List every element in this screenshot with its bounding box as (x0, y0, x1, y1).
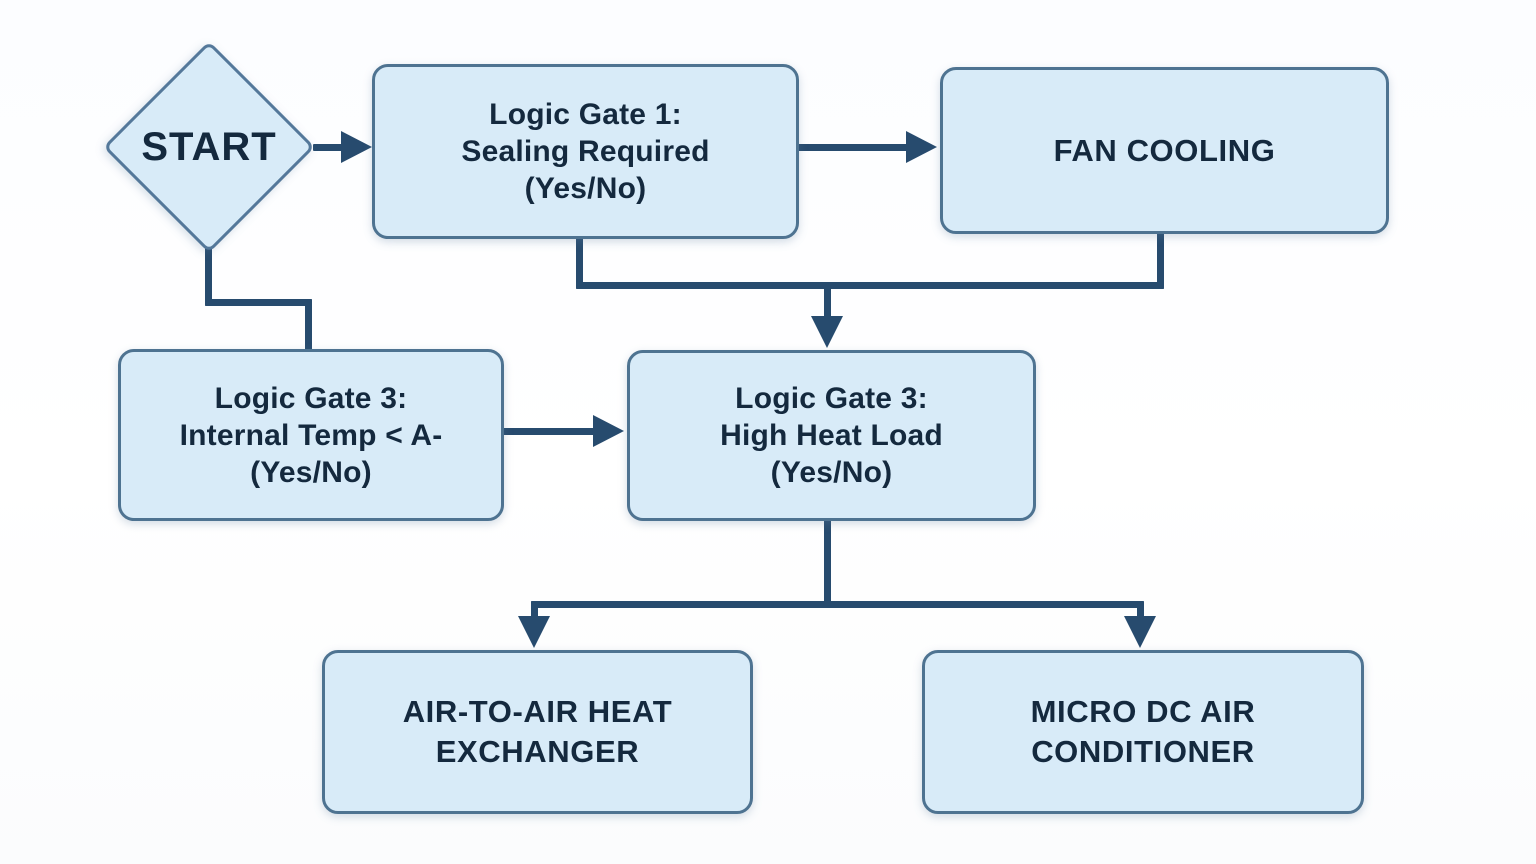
node-air-to-air-line2: EXCHANGER (435, 734, 640, 769)
node-micro-dc-line2: CONDITIONER (1031, 734, 1255, 769)
connector-split-right-vertical (1137, 601, 1144, 621)
node-fan-cooling-line1: FAN COOLING (1053, 132, 1276, 168)
node-gate3-internal-temp-line1: Logic Gate 3: (214, 381, 408, 415)
node-fan-cooling: FAN COOLING (940, 67, 1389, 234)
node-air-to-air-line1: AIR-TO-AIR HEAT (402, 694, 673, 729)
node-start-label: START (141, 124, 277, 169)
connector-merge-right-vertical (1157, 226, 1164, 289)
node-gate3-internal-temp: Logic Gate 3: Internal Temp < A- (Yes/No… (118, 349, 504, 521)
connector-merge-horizontal (576, 282, 1164, 289)
connector-start-elbow-horizontal (205, 299, 312, 306)
node-gate3-internal-temp-line3: (Yes/No) (250, 455, 372, 489)
arrowhead-gate3a-to-gate3b (593, 415, 624, 447)
connector-gate1-to-fan (791, 144, 909, 151)
node-gate1: Logic Gate 1: Sealing Required (Yes/No) (372, 64, 799, 239)
connector-split-left-vertical (531, 601, 538, 621)
connector-merge-center-drop (824, 287, 831, 321)
node-gate1-line2: Sealing Required (461, 135, 710, 168)
node-micro-dc-line1: MICRO DC AIR (1030, 694, 1256, 729)
arrowhead-start-to-gate1 (341, 131, 372, 163)
connector-split-center-drop (824, 512, 831, 608)
connector-split-horizontal (531, 601, 1144, 608)
arrowhead-split-to-heatexchanger (518, 616, 550, 648)
node-start: START (102, 40, 316, 254)
node-micro-dc: MICRO DC AIR CONDITIONER (922, 650, 1364, 814)
arrowhead-gate1-to-fan (906, 131, 937, 163)
connector-start-elbow-vertical1 (205, 246, 212, 306)
connector-gate3a-to-gate3b (496, 428, 596, 435)
node-gate3-high-heat-line1: Logic Gate 3: (735, 382, 928, 415)
arrowhead-split-to-microdc (1124, 616, 1156, 648)
node-gate1-line3: (Yes/No) (524, 172, 647, 205)
node-gate3-internal-temp-line2: Internal Temp < A- (179, 418, 443, 452)
node-gate3-high-heat: Logic Gate 3: High Heat Load (Yes/No) (627, 350, 1036, 521)
connector-start-to-gate1 (313, 144, 346, 151)
connector-merge-left-vertical (576, 230, 583, 289)
node-gate1-line1: Logic Gate 1: (489, 98, 682, 131)
node-air-to-air: AIR-TO-AIR HEAT EXCHANGER (322, 650, 753, 814)
arrowhead-merge-to-highheat (811, 316, 843, 348)
node-gate3-high-heat-line2: High Heat Load (720, 419, 943, 452)
node-gate3-high-heat-line3: (Yes/No) (770, 456, 893, 489)
connector-start-elbow-vertical2 (305, 299, 312, 352)
